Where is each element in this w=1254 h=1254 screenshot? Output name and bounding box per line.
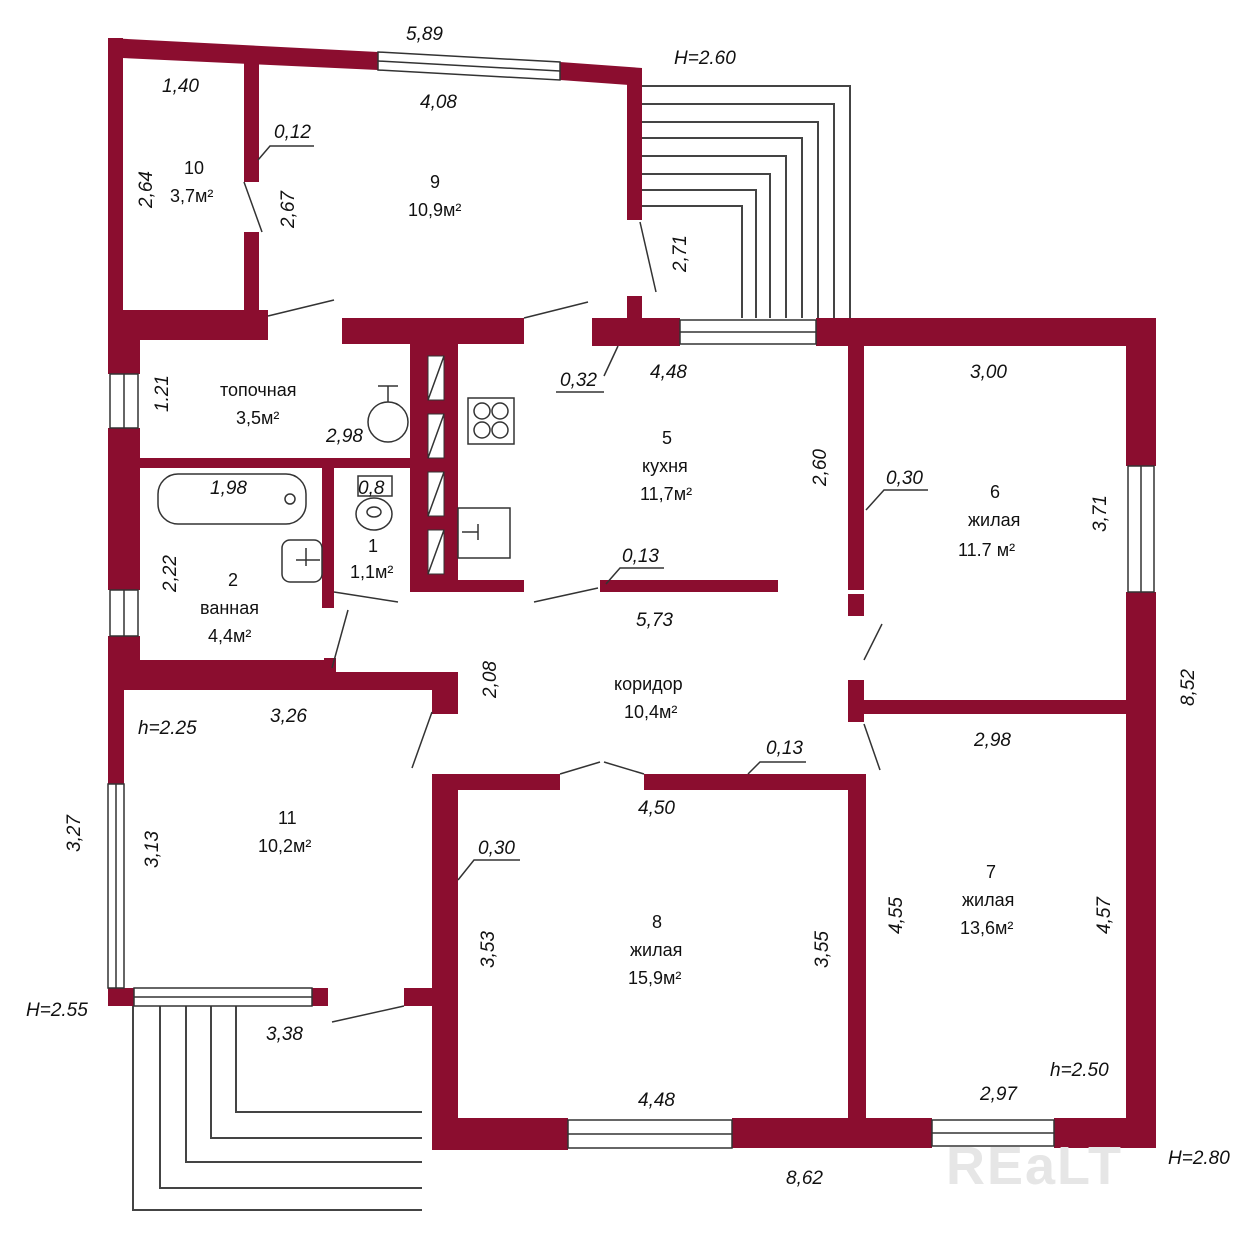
dim-3-26: 3,26 [270, 706, 307, 727]
dim-3-71: 3,71 [1090, 495, 1111, 532]
room-8-area: 15,9м² [628, 968, 681, 988]
dim-0-13-corr: 0,13 [766, 738, 803, 759]
bathtub-icon [157, 473, 307, 525]
dim-2-22: 2,22 [160, 555, 181, 593]
room-7-number: 7 [986, 862, 996, 882]
doors [243, 181, 883, 1023]
room-1-number: 1 [368, 536, 378, 556]
room-5-name: кухня [642, 456, 688, 476]
room-5-area: 11,7м² [640, 484, 692, 504]
dim-2-98-room7: 2,98 [973, 730, 1011, 751]
room-labels: 10 3,7м² 9 10,9м² топочная 3,5м² 1 1,1м²… [170, 158, 1020, 988]
dim-2-08: 2,08 [480, 661, 501, 699]
room-corridor-area: 10,4м² [624, 702, 677, 722]
room-11-number: 11 [278, 808, 297, 828]
kitchen-sink-icon [457, 507, 511, 559]
dim-2-98-boiler: 2,98 [325, 426, 363, 447]
dim-3-55: 3,55 [812, 931, 833, 968]
room-7-area: 13,6м² [960, 918, 1013, 938]
room-11-area: 10,2м² [258, 836, 311, 856]
room-8-number: 8 [652, 912, 662, 932]
dim-3-00: 3,00 [970, 362, 1007, 383]
room-5-number: 5 [662, 428, 672, 448]
room-8-name: жилая [630, 940, 682, 960]
stairs-top-right [642, 85, 851, 318]
dim-4-57: 4,57 [1094, 896, 1115, 934]
dim-4-48-room8: 4,48 [638, 1090, 675, 1111]
height-room7: h=2.50 [1050, 1060, 1109, 1081]
washbasin-icon [281, 539, 323, 583]
dim-1-98: 1,98 [210, 478, 247, 499]
dim-5-73: 5,73 [636, 610, 673, 631]
dim-4-48-kitchen: 4,48 [650, 362, 687, 383]
callout-lines [257, 145, 928, 881]
windows [107, 51, 1155, 1149]
room-9-number: 9 [430, 172, 440, 192]
room-9-area: 10,9м² [408, 200, 461, 220]
toilet-icon [355, 475, 393, 531]
stove-icon [467, 397, 515, 445]
room-7-name: жилая [962, 890, 1014, 910]
dim-2-71: 2,71 [670, 235, 691, 273]
dim-4-50: 4,50 [638, 798, 675, 819]
dim-0-32: 0,32 [560, 370, 597, 391]
dim-0-30-room8: 0,30 [478, 838, 515, 859]
dim-2-64: 2,64 [136, 171, 157, 209]
room-10-number: 10 [184, 158, 204, 178]
room-2-name: ванная [200, 598, 259, 618]
stairs-bottom-left [132, 1000, 422, 1211]
height-room11: h=2.25 [138, 718, 197, 739]
dim-3-13: 3,13 [142, 831, 163, 868]
overall-right-height: 8,52 [1178, 669, 1199, 706]
overall-top-width: 5,89 [406, 24, 443, 45]
room-6-name: жилая [968, 510, 1020, 530]
overall-left-height: 3,27 [64, 814, 85, 852]
room-corridor-name: коридор [614, 674, 683, 694]
height-bottom-right: H=2.80 [1168, 1148, 1230, 1169]
dim-2-60: 2,60 [810, 449, 831, 487]
dim-0-12: 0,12 [274, 122, 311, 143]
dim-1-21: 1.21 [152, 375, 173, 412]
dim-4-08: 4,08 [420, 92, 457, 113]
boiler-icon [367, 385, 409, 443]
room-2-number: 2 [228, 570, 238, 590]
dim-0-30-room6: 0,30 [886, 468, 923, 489]
height-top: H=2.60 [674, 48, 736, 69]
room-6-area: 11.7 м² [958, 540, 1015, 560]
dim-0-8: 0,8 [358, 478, 385, 499]
dim-3-38: 3,38 [266, 1024, 303, 1045]
room-boiler-area: 3,5м² [236, 408, 279, 428]
room-boiler-name: топочная [220, 380, 297, 400]
room-10-area: 3,7м² [170, 186, 213, 206]
chimney-blocks [427, 355, 445, 575]
height-left: H=2.55 [26, 1000, 88, 1021]
room-1-area: 1,1м² [350, 562, 393, 582]
walls [108, 38, 1156, 1150]
dim-4-55: 4,55 [886, 897, 907, 934]
dim-0-13-kitchen: 0,13 [622, 546, 659, 567]
room-2-area: 4,4м² [208, 626, 251, 646]
dim-1-40: 1,40 [162, 76, 199, 97]
watermark: REaLT [946, 1136, 1123, 1196]
dim-3-53: 3,53 [478, 931, 499, 968]
dim-2-97: 2,97 [979, 1084, 1018, 1105]
dimension-labels: 5,89 H=2.60 1,40 4,08 0,12 2,64 2,67 2,7… [26, 24, 1230, 1189]
overall-bottom-width: 8,62 [786, 1168, 823, 1189]
dim-2-67: 2,67 [278, 190, 299, 229]
room-6-number: 6 [990, 482, 1000, 502]
